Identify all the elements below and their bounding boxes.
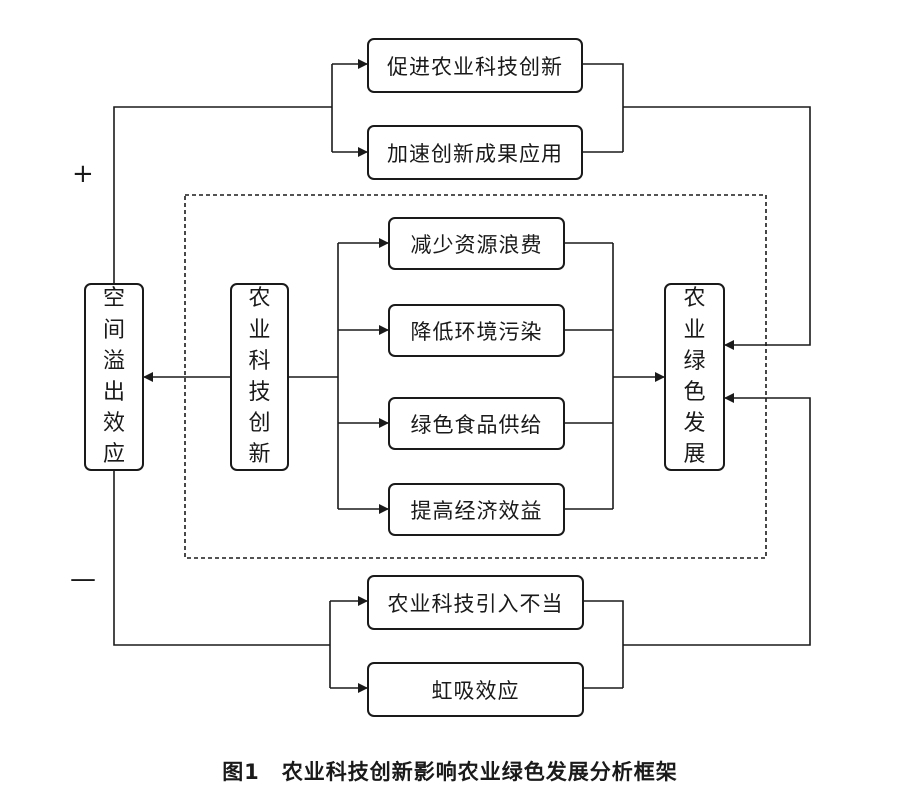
- mid-box-2: 降低环境污染: [388, 304, 565, 357]
- bottom-box-1: 农业科技引入不当: [367, 575, 584, 630]
- arrow-top-to-right: [623, 106, 811, 350]
- left-box: 空间溢出效应: [84, 283, 144, 471]
- center-box-label: 农业科技创新: [248, 286, 271, 468]
- top-box-1-label: 促进农业科技创新: [387, 54, 563, 79]
- left-box-label: 空间溢出效应: [102, 286, 125, 468]
- figure-title: 农业科技创新影响农业绿色发展分析框架: [281, 760, 678, 784]
- right-box-label: 农业绿色发展: [683, 286, 706, 468]
- connector-left-to-bottom: [113, 471, 330, 646]
- connector-bottom-1-merge: [584, 600, 624, 688]
- figure-number: 图1: [222, 760, 260, 784]
- top-box-1: 促进农业科技创新: [367, 38, 583, 93]
- bottom-box-2-label: 虹吸效应: [431, 678, 520, 703]
- center-box: 农业科技创新: [230, 283, 289, 471]
- top-box-2: 加速创新成果应用: [367, 125, 583, 180]
- negative-sign: —: [70, 564, 96, 594]
- bottom-box-2: 虹吸效应: [367, 662, 584, 717]
- mid-box-1: 减少资源浪费: [388, 217, 565, 270]
- figure-caption: 图1 农业科技创新影响农业绿色发展分析框架: [0, 756, 900, 786]
- connector-top-1-merge: [583, 63, 624, 152]
- arrow-bottom-to-right: [623, 393, 811, 646]
- connector-left-to-top: [113, 106, 332, 283]
- mid-box-1-label: 减少资源浪费: [410, 232, 543, 257]
- mid-box-2-label: 降低环境污染: [410, 319, 543, 344]
- top-box-2-label: 加速创新成果应用: [387, 141, 563, 166]
- right-box: 农业绿色发展: [664, 283, 725, 471]
- mid-box-3-label: 绿色食品供给: [410, 412, 543, 437]
- bottom-box-1-label: 农业科技引入不当: [387, 591, 564, 616]
- mid-box-4: 提高经济效益: [388, 483, 565, 536]
- mid-box-4-label: 提高经济效益: [410, 498, 543, 523]
- dashed-frame: [184, 194, 767, 559]
- positive-sign: +: [72, 159, 94, 189]
- mid-box-3: 绿色食品供给: [388, 397, 565, 450]
